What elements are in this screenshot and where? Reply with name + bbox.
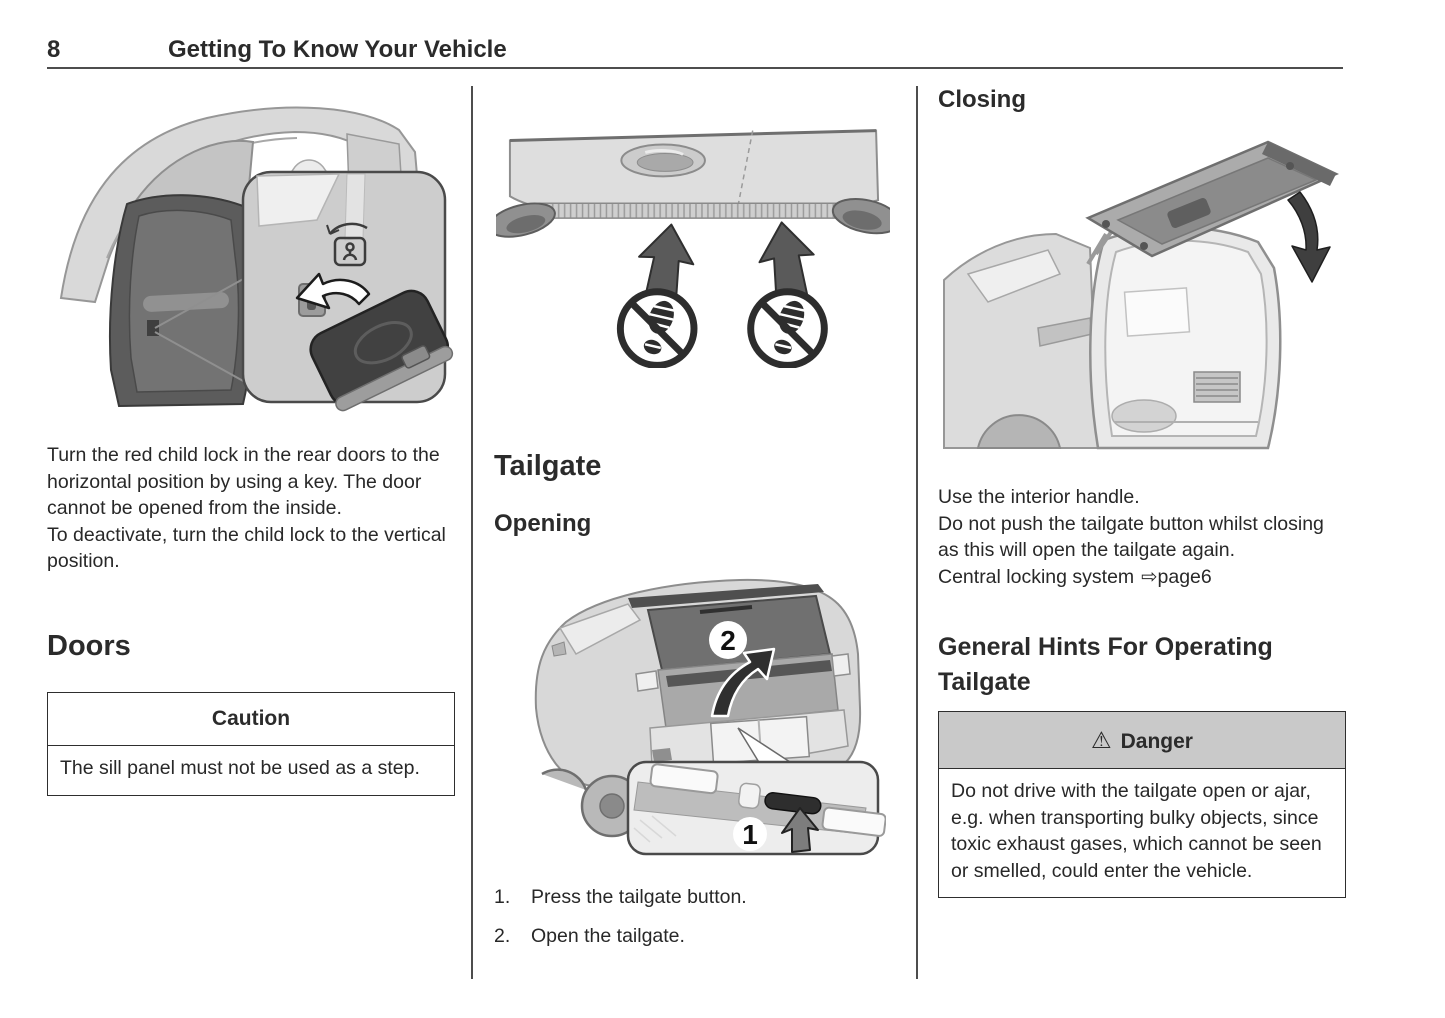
tailgate-opening-illustration: 2 1	[534, 578, 886, 856]
press-up-arrow-icon	[781, 807, 819, 853]
reference-link[interactable]: page6	[1157, 565, 1212, 588]
header-rule	[47, 67, 1343, 69]
step-number: 2.	[494, 924, 511, 947]
tailgate-closing-illustration	[943, 140, 1340, 450]
page-title: Getting To Know Your Vehicle	[168, 36, 507, 63]
front-wheel	[496, 202, 556, 238]
cross-reference-line: Central locking system ⇨page6	[938, 564, 1348, 591]
tailgate-heading: Tailgate	[494, 450, 602, 482]
opening-heading: Opening	[494, 510, 592, 537]
list-item: 2. Open the tailgate.	[494, 923, 890, 950]
warning-triangle-icon: ⚠	[1091, 727, 1112, 753]
interior-handle	[1167, 197, 1211, 229]
child-lock-illustration	[59, 106, 454, 412]
tailgate-button	[764, 792, 822, 815]
tail-lamp	[635, 670, 659, 692]
paragraph: To deactivate, turn the child lock to th…	[47, 523, 446, 573]
paragraph: Use the interior handle.	[938, 486, 1140, 508]
roof-spoiler	[628, 584, 824, 608]
danger-box: ⚠ Danger Do not drive with the tailgate o…	[938, 711, 1346, 898]
child-lock-text: Turn the red child lock in the rear door…	[47, 442, 459, 575]
closing-heading: Closing	[938, 86, 1026, 113]
doors-heading: Doors	[47, 630, 131, 662]
paragraph: Do not push the tailgate button whilst c…	[938, 512, 1324, 562]
column-divider-right	[916, 86, 918, 979]
danger-header: ⚠ Danger	[939, 712, 1345, 769]
tail-lamp	[831, 653, 851, 677]
page-number: 8	[47, 36, 61, 63]
plate-lamp	[821, 806, 886, 837]
callout-2-badge	[709, 621, 747, 659]
sill-panel-figure	[496, 118, 890, 368]
child-lock-figure	[47, 88, 455, 412]
rear-wiper	[699, 605, 753, 614]
step-text: Press the tailgate button.	[531, 886, 747, 908]
column-divider-left	[471, 86, 473, 979]
caution-body: The sill panel must not be used as a ste…	[60, 757, 420, 779]
rear-wheel	[831, 198, 890, 235]
vent-grille	[1193, 371, 1241, 403]
no-step-icon	[616, 288, 698, 368]
reference-label: Central locking system	[938, 565, 1135, 588]
close-direction-arrow-icon	[1287, 191, 1331, 283]
callout-1-label: 1	[742, 819, 758, 850]
callout-2-label: 2	[720, 625, 736, 656]
danger-body: Do not drive with the tailgate open or a…	[951, 780, 1322, 882]
paragraph: Turn the red child lock in the rear door…	[47, 444, 440, 519]
opening-steps: 1. Press the tailgate button. 2. Open th…	[494, 884, 890, 961]
general-hints-heading: General Hints For Operating Tailgate	[938, 633, 1273, 696]
open-direction-arrow-icon	[710, 647, 776, 718]
turn-key-arrow-icon	[295, 272, 371, 310]
caution-box: Caution The sill panel must not be used …	[47, 692, 455, 796]
step-number: 1.	[494, 886, 511, 908]
rightwards-arrow-icon: ⇨	[1141, 565, 1158, 588]
callout-1-badge	[733, 817, 767, 851]
interior-window	[1123, 287, 1191, 337]
step-text: Open the tailgate.	[531, 924, 685, 947]
door-mirror	[551, 641, 567, 657]
danger-title: Danger	[1120, 730, 1193, 753]
key-fob	[309, 289, 454, 412]
tailgate-opening-figure: 2 1	[500, 558, 886, 860]
no-step-icon	[747, 288, 828, 368]
child-lock-icon	[326, 222, 368, 267]
caution-title: Caution	[48, 693, 454, 746]
callout-wedge	[154, 277, 246, 383]
closing-text: Use the interior handle. Do not push the…	[938, 484, 1348, 590]
rear-wheel	[976, 414, 1062, 449]
front-wheel	[541, 768, 588, 791]
tailgate-closing-figure	[938, 122, 1346, 452]
list-item: 1. Press the tailgate button.	[494, 884, 890, 911]
sill-panel	[538, 202, 848, 219]
sill-panel-illustration	[496, 129, 890, 368]
rear-camera	[738, 782, 761, 810]
plate-lamp	[649, 763, 719, 795]
